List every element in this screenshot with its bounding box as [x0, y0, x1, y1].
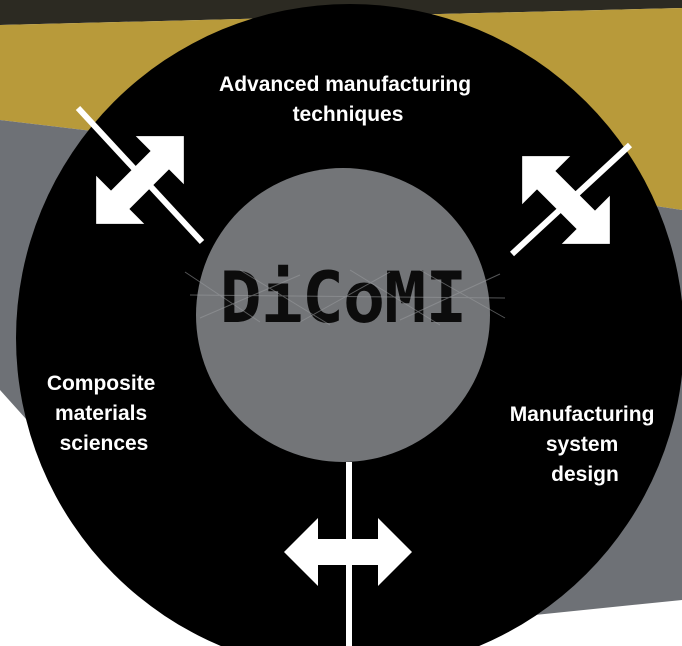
double-arrow-icon	[522, 156, 610, 244]
label-left-line-2: materials	[55, 402, 147, 425]
double-arrow-icon	[284, 518, 412, 586]
label-top-line-2: techniques	[293, 103, 404, 126]
center-circle	[196, 168, 490, 462]
arrow-bottom	[284, 518, 412, 586]
label-right: Manufacturing system design	[510, 403, 661, 486]
center-logo: DiCoMI	[184, 257, 506, 339]
label-right-line-2: system	[546, 433, 618, 456]
double-arrow-icon	[96, 136, 184, 224]
label-right-line-3: design	[551, 463, 619, 486]
label-top-line-1: Advanced manufacturing	[219, 73, 471, 96]
label-left: Composite materials sciences	[47, 372, 161, 455]
label-right-line-1: Manufacturing	[510, 403, 655, 426]
label-left-line-3: sciences	[60, 432, 149, 455]
label-left-line-1: Composite	[47, 372, 156, 395]
arrow-top-left	[96, 136, 184, 224]
arrow-top-right	[522, 156, 610, 244]
label-top: Advanced manufacturing techniques	[219, 73, 477, 126]
logo-texture	[184, 269, 506, 326]
